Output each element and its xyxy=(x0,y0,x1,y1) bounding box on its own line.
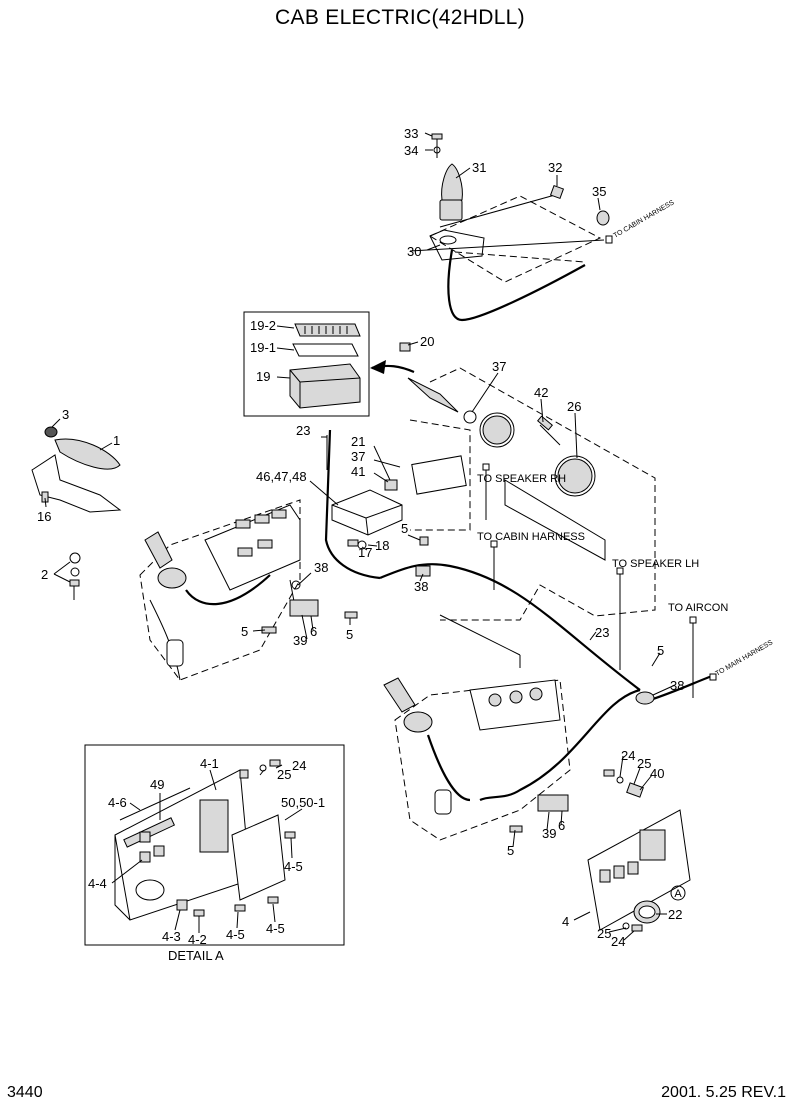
detail-callout-4-5-a: 4-5 xyxy=(284,859,303,874)
detail-a-marker: A xyxy=(670,885,686,901)
note-to-speaker-lh: TO SPEAKER LH xyxy=(612,558,699,570)
callout-32: 32 xyxy=(548,160,562,175)
callout-30: 30 xyxy=(407,244,421,259)
callout-39-b: 39 xyxy=(542,826,556,841)
callout-35: 35 xyxy=(592,184,606,199)
callout-20: 20 xyxy=(420,334,434,349)
beacon-assembly xyxy=(409,133,613,322)
note-to-aircon: TO AIRCON xyxy=(668,602,728,614)
left-console xyxy=(139,429,381,681)
fusebox-inset xyxy=(243,311,415,417)
callout-25-a: 25 xyxy=(637,756,651,771)
detail-callout-4-5-b: 4-5 xyxy=(226,927,245,942)
bracket-assembly xyxy=(573,769,691,932)
detail-a-label: DETAIL A xyxy=(168,948,224,963)
callout-38-b: 38 xyxy=(414,579,428,594)
callout-24-a: 24 xyxy=(621,748,635,763)
callout-25-b: 25 xyxy=(597,926,611,941)
detail-callout-49: 49 xyxy=(150,777,164,792)
right-console xyxy=(383,677,571,841)
callout-19: 19 xyxy=(256,369,270,384)
detail-a-box xyxy=(84,744,345,946)
note-to-cabin-harness: TO CABIN HARNESS xyxy=(477,531,585,543)
detail-callout-50-50-1: 50,50-1 xyxy=(281,795,325,810)
note-to-cabin-harness-top: TO CABIN HARNESS xyxy=(613,199,676,240)
left-lamp-group xyxy=(31,426,122,600)
callout-42: 42 xyxy=(534,385,548,400)
main-harness xyxy=(326,435,717,802)
callout-3: 3 xyxy=(62,407,69,422)
page-title: CAB ELECTRIC(42HDLL) xyxy=(275,6,525,29)
callout-26: 26 xyxy=(567,399,581,414)
callout-2: 2 xyxy=(41,567,48,582)
detail-callout-4-3: 4-3 xyxy=(162,929,181,944)
callout-37-top: 37 xyxy=(492,359,506,374)
page-number: 3440 xyxy=(7,1084,43,1101)
callout-labels: 33 34 31 32 35 30 19-2 19-1 19 20 37 42 … xyxy=(37,126,686,963)
detail-callout-4-2: 4-2 xyxy=(188,932,207,947)
callout-24-b: 24 xyxy=(611,934,625,949)
detail-callout-4-1: 4-1 xyxy=(200,756,219,771)
callout-38-a: 38 xyxy=(314,560,328,575)
callout-22: 22 xyxy=(668,907,682,922)
callout-5-b: 5 xyxy=(241,624,248,639)
detail-callout-4-6: 4-6 xyxy=(108,795,127,810)
callout-5-c: 5 xyxy=(346,627,353,642)
callout-39-a: 39 xyxy=(293,633,307,648)
leader-lines xyxy=(44,132,676,941)
callout-5-e: 5 xyxy=(507,843,514,858)
callout-17: 17 xyxy=(358,545,372,560)
callout-31: 31 xyxy=(472,160,486,175)
callout-16: 16 xyxy=(37,509,51,524)
callout-4: 4 xyxy=(562,914,569,929)
callout-21: 21 xyxy=(351,434,365,449)
callout-37-mid: 37 xyxy=(351,449,365,464)
note-to-speaker-rh: TO SPEAKER RH xyxy=(477,473,566,485)
note-to-main-harness: TO MAIN HARNESS xyxy=(715,639,775,678)
callout-6-a: 6 xyxy=(310,624,317,639)
callout-1: 1 xyxy=(113,433,120,448)
control-module xyxy=(261,479,429,634)
callout-5-a: 5 xyxy=(401,521,408,536)
callout-a-letter: A xyxy=(674,888,682,900)
detail-callout-4-5-c: 4-5 xyxy=(266,921,285,936)
callout-40: 40 xyxy=(650,766,664,781)
revision-date: 2001. 5.25 REV.1 xyxy=(661,1084,786,1101)
callout-41: 41 xyxy=(351,464,365,479)
callout-19-1: 19-1 xyxy=(250,340,276,355)
callout-5-d: 5 xyxy=(657,643,664,658)
callout-46-47-48: 46,47,48 xyxy=(256,469,307,484)
callout-19-2: 19-2 xyxy=(250,318,276,333)
detail-callout-24: 24 xyxy=(292,758,306,773)
detail-callout-4-4: 4-4 xyxy=(88,876,107,891)
rear-panel xyxy=(399,342,656,668)
callout-6-b: 6 xyxy=(558,818,565,833)
callout-23-top: 23 xyxy=(296,423,310,438)
callout-34: 34 xyxy=(404,143,418,158)
callout-38-c: 38 xyxy=(670,678,684,693)
callout-18: 18 xyxy=(375,538,389,553)
callout-33: 33 xyxy=(404,126,418,141)
callout-23-bottom: 23 xyxy=(595,625,609,640)
destination-notes: TO CABIN HARNESS TO SPEAKER RH TO CABIN … xyxy=(477,199,774,678)
detail-callout-25: 25 xyxy=(277,767,291,782)
